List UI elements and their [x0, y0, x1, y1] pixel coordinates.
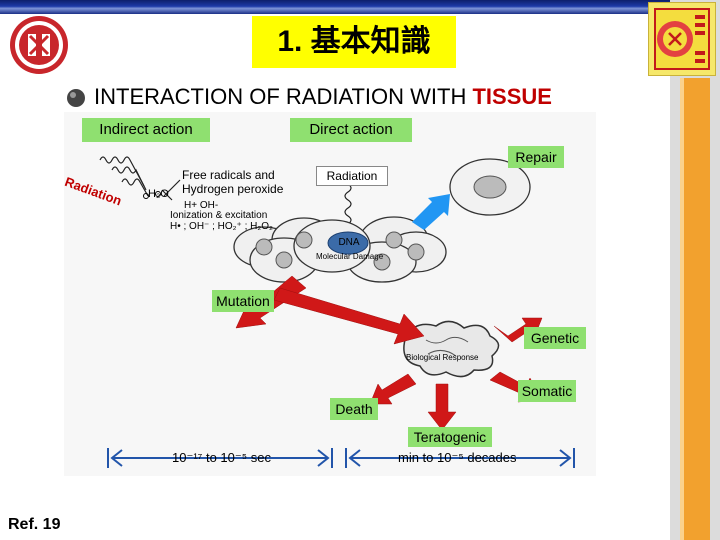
- genetic-label: Genetic: [524, 327, 586, 349]
- repair-label: Repair: [508, 146, 564, 168]
- top-banner: [0, 0, 720, 14]
- damaged-cell: [403, 320, 500, 378]
- teratogenic-label: Teratogenic: [408, 427, 492, 447]
- reference-label: Ref. 19: [8, 516, 61, 533]
- direct-action-label: Direct action: [290, 118, 412, 142]
- heading-highlight: TISSUE: [472, 84, 552, 109]
- dna-label: DNA: [338, 237, 360, 248]
- somatic-label: Somatic: [518, 380, 576, 402]
- radiation-waves: [99, 156, 181, 201]
- repair-arrow: [412, 194, 450, 230]
- timeline-left-label: 10⁻¹⁷ to 10⁻⁵ sec: [172, 450, 271, 465]
- timeline-right-label: min to 10⁻⁵ decades: [398, 450, 517, 465]
- radiation-diagram-graphics: [99, 156, 575, 468]
- timeline-left-arrow: [107, 448, 333, 468]
- page-title: 1. 基本知識: [277, 25, 431, 58]
- repaired-cell: [449, 158, 531, 216]
- molecular-damage-label: Molecular Damage: [316, 252, 384, 261]
- biological-response-label: Biological Response: [406, 353, 479, 362]
- death-label: Death: [330, 398, 378, 420]
- species-label: H• ; OH⁻ ; HO₂⁺ ; H₂O₂: [170, 221, 273, 232]
- h2o-label: H₂O: [148, 188, 169, 200]
- ionization-label: Ionization & excitation: [170, 210, 268, 221]
- heading-text: INTERACTION OF RADIATION WITH: [94, 84, 473, 109]
- radiation-box-label: Radiation: [316, 166, 388, 186]
- mutation-label: Mutation: [212, 290, 274, 312]
- free-radicals-line1: Free radicals and: [182, 168, 275, 182]
- ions-label: H+ OH-: [184, 200, 219, 211]
- university-logo-left: [8, 14, 70, 76]
- timeline-right-arrow: [345, 448, 575, 468]
- free-radicals-line2: Hydrogen peroxide: [182, 182, 284, 196]
- red-arrows: [235, 275, 543, 431]
- section-heading: INTERACTION OF RADIATION WITH TISSUE: [94, 84, 552, 110]
- title-background: [252, 16, 456, 68]
- school-logo-right: [648, 2, 716, 76]
- right-decor-bar: [670, 0, 720, 540]
- cell-nuclei: [255, 231, 425, 271]
- indirect-action-label: Indirect action: [82, 118, 210, 142]
- dna-nucleus: [327, 231, 369, 255]
- bullet-icon: [66, 88, 86, 108]
- water-molecule-icon: [143, 191, 161, 199]
